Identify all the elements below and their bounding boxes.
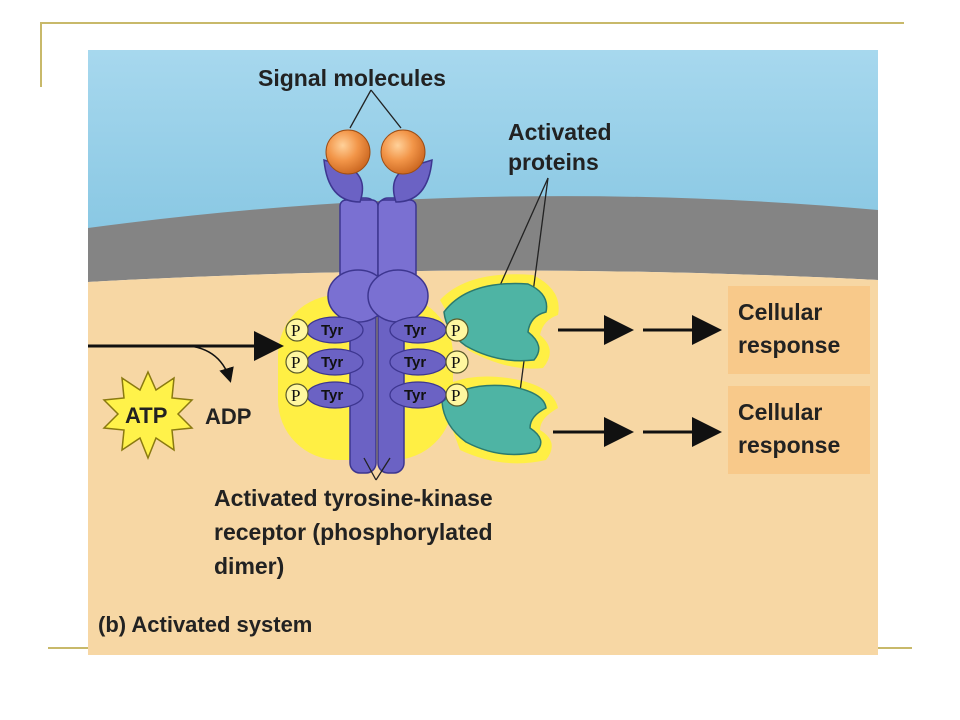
signal-molecule-right bbox=[380, 129, 426, 175]
signal-molecule-left bbox=[325, 129, 371, 175]
tyr-group-left-1: Tyr bbox=[306, 316, 364, 344]
receptor-label-line3: dimer) bbox=[214, 553, 284, 579]
phosphate-label: P bbox=[451, 321, 460, 340]
plasma-membrane bbox=[88, 196, 878, 282]
response-1-line1: Cellular bbox=[738, 299, 822, 325]
tyr-label: Tyr bbox=[321, 354, 343, 371]
phosphate-label: P bbox=[291, 321, 300, 340]
slide-top-rule bbox=[40, 22, 904, 24]
signal-pointer-right bbox=[370, 89, 402, 129]
tyr-label: Tyr bbox=[321, 387, 343, 404]
tyr-label: Tyr bbox=[321, 322, 343, 339]
tyr-label: Tyr bbox=[404, 354, 426, 371]
protein-pointer-top bbox=[497, 177, 549, 291]
tyr-group-left-3: Tyr bbox=[306, 381, 364, 409]
phosphate-label: P bbox=[451, 353, 460, 372]
phosphate-left-1: P bbox=[285, 318, 309, 342]
atp-label: ATP bbox=[125, 403, 167, 428]
activated-proteins-label-line1: Activated bbox=[508, 119, 612, 145]
phosphate-left-2: P bbox=[285, 350, 309, 374]
phosphate-label: P bbox=[291, 386, 300, 405]
response-2-line1: Cellular bbox=[738, 399, 822, 425]
signal-molecules-label: Signal molecules bbox=[258, 65, 446, 91]
atp-to-adp-arrow bbox=[165, 344, 234, 383]
figure-caption: (b) Activated system bbox=[98, 612, 312, 637]
phosphate-left-3: P bbox=[285, 383, 309, 407]
receptor-transmembrane-left bbox=[339, 199, 379, 281]
phosphate-right-3: P bbox=[445, 383, 469, 407]
receptor-pointer-right bbox=[375, 457, 391, 481]
tyr-group-left-2: Tyr bbox=[306, 348, 364, 376]
phosphate-label: P bbox=[291, 353, 300, 372]
response-1-line2: response bbox=[738, 332, 840, 358]
slide-left-rule bbox=[40, 22, 42, 87]
signal-pointer-left bbox=[349, 89, 372, 129]
tyr-group-right-1: Tyr bbox=[389, 316, 447, 344]
diagram-canvas: Signal molecules Activated proteins Tyr … bbox=[88, 50, 878, 655]
tyr-label: Tyr bbox=[404, 387, 426, 404]
receptor-pointer-left bbox=[363, 457, 377, 481]
cellular-response-box-2: Cellular response bbox=[728, 386, 870, 474]
tyr-label: Tyr bbox=[404, 322, 426, 339]
receptor-transmembrane-right bbox=[377, 199, 417, 281]
phosphate-right-1: P bbox=[445, 318, 469, 342]
phosphate-label: P bbox=[451, 386, 460, 405]
phosphate-right-2: P bbox=[445, 350, 469, 374]
cellular-response-box-1: Cellular response bbox=[728, 286, 870, 374]
receptor-bulb-right bbox=[367, 269, 429, 323]
receptor-label-line1: Activated tyrosine-kinase bbox=[214, 485, 493, 511]
activated-proteins-label-line2: proteins bbox=[508, 149, 599, 175]
response-2-line2: response bbox=[738, 432, 840, 458]
activated-protein-top bbox=[443, 282, 548, 362]
adp-label: ADP bbox=[205, 404, 251, 429]
signal-transduction-figure: Signal molecules Activated proteins Tyr … bbox=[88, 50, 878, 655]
activated-protein-bottom bbox=[441, 384, 547, 456]
atp-starburst bbox=[102, 370, 194, 461]
tyr-group-right-2: Tyr bbox=[389, 348, 447, 376]
receptor-label-line2: receptor (phosphorylated bbox=[214, 519, 493, 545]
tyr-group-right-3: Tyr bbox=[389, 381, 447, 409]
